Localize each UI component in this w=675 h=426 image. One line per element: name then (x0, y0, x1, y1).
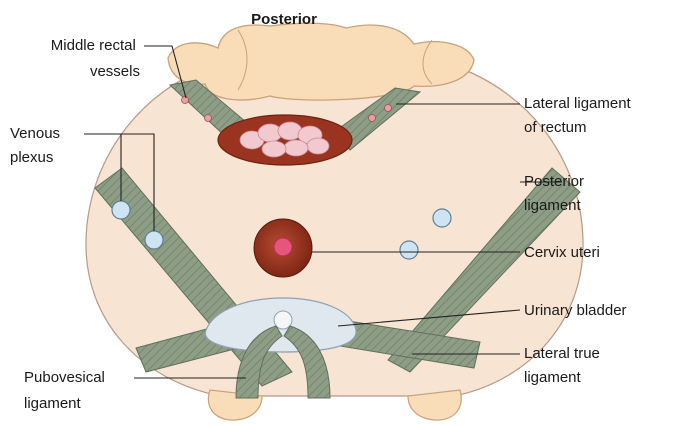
middle-rectal-vessel-left-1 (182, 97, 189, 104)
venous-plexus-right-2 (400, 241, 418, 259)
label-middle-rectal-vessels: Middle rectal vessels (51, 37, 140, 80)
venous-plexus-left-1 (112, 201, 130, 219)
middle-rectal-vessel-left-2 (205, 115, 212, 122)
label-urinary-bladder: Urinary bladder (524, 302, 627, 319)
label-venous-plexus: Venous plexus (10, 125, 64, 166)
label-pubovesical-ligament: Pubovesical ligament (24, 369, 109, 412)
venous-plexus-right-1 (433, 209, 451, 227)
label-cervix-uteri: Cervix uteri (524, 244, 600, 261)
pubic-bone-right (408, 390, 461, 420)
venous-plexus-left-2 (145, 231, 163, 249)
middle-rectal-vessel-right-1 (369, 115, 376, 122)
label-lateral-ligament-of-rectum: Lateral ligament of rectum (524, 95, 635, 136)
posterior-label: Posterior (251, 11, 317, 28)
middle-rectal-vessel-right-2 (385, 105, 392, 112)
external-os (274, 238, 292, 256)
label-lateral-true-ligament: Lateral true ligament (524, 345, 604, 386)
